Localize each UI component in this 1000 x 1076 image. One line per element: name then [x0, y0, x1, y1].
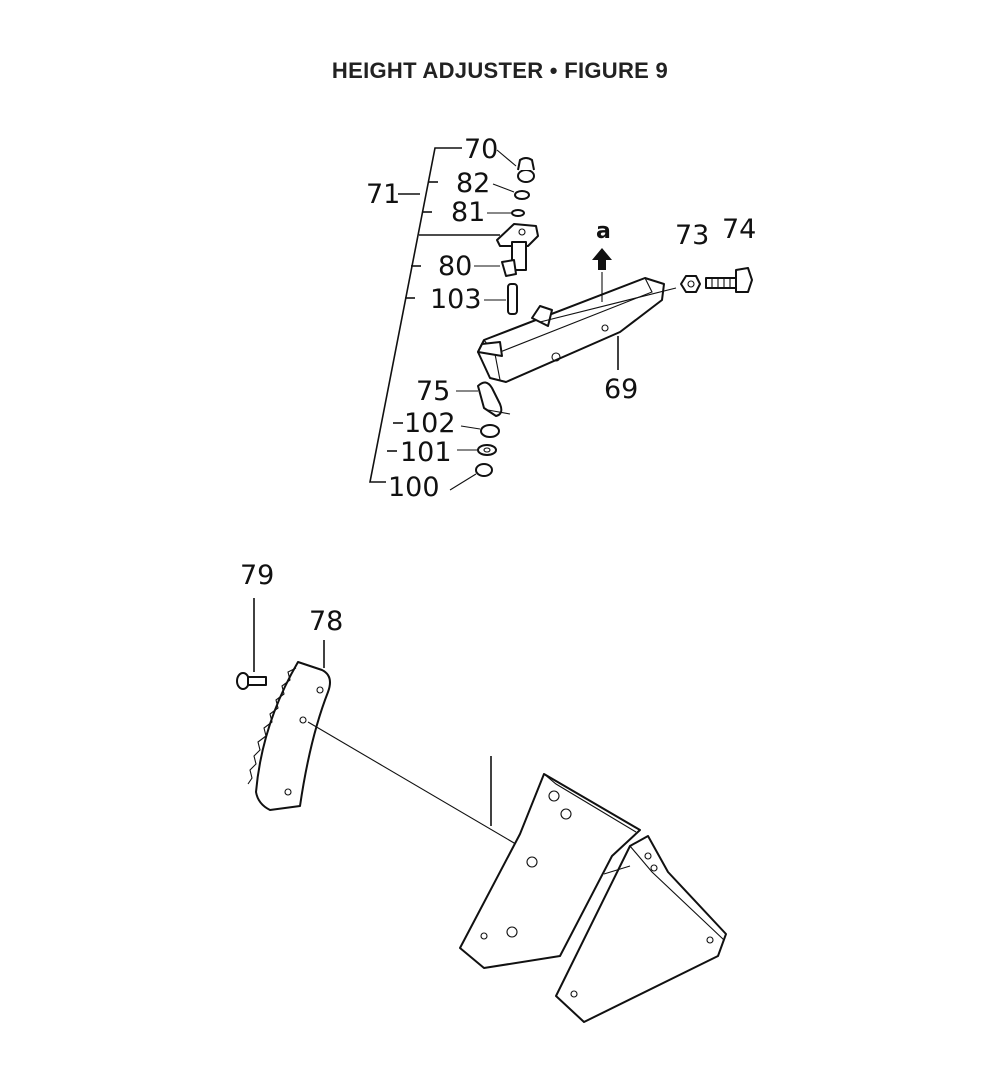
- part-70-cap: [496, 149, 535, 183]
- part-103-spring-pin: [484, 283, 518, 315]
- callout-73: 73: [675, 220, 709, 251]
- callout-100: 100: [388, 472, 440, 503]
- part-102-nut: [460, 424, 500, 438]
- callout-75: 75: [416, 376, 450, 407]
- part-69-lever-arm: [477, 277, 665, 383]
- callout-79: 79: [240, 560, 274, 591]
- callout-103: 103: [430, 284, 482, 315]
- assembly-71-bracket: [369, 147, 500, 483]
- part-75-spring: [456, 381, 511, 417]
- page-title: HEIGHT ADJUSTER • FIGURE 9: [331, 58, 669, 83]
- part-81-clip: [487, 209, 525, 217]
- callout-80: 80: [438, 251, 472, 282]
- arrow-a: [592, 248, 612, 302]
- callout-82: 82: [456, 168, 490, 199]
- part-bracket-plate: [496, 223, 539, 271]
- callout-102: 102: [404, 408, 456, 439]
- part-80-pin: [474, 259, 517, 277]
- mounting-bracket-left: [459, 773, 641, 969]
- callout-69: 69: [604, 374, 638, 405]
- part-79-screw: [236, 598, 267, 690]
- part-82-washer: [492, 183, 530, 200]
- callout-74: 74: [722, 214, 756, 245]
- part-74-bolt: [705, 267, 753, 293]
- part-100-cap-nut: [449, 463, 493, 491]
- callout-78: 78: [309, 606, 343, 637]
- mounting-bracket-right: [555, 835, 727, 1023]
- callout-71: 71: [366, 179, 400, 210]
- part-73-nut: [680, 275, 701, 293]
- callout-81: 81: [451, 197, 485, 228]
- part-101-washer: [457, 444, 497, 456]
- callout-70: 70: [464, 134, 498, 165]
- part-78-gear-rack: [247, 640, 331, 811]
- callout-101: 101: [400, 437, 452, 468]
- bolt-axis-line: [539, 287, 677, 323]
- rack-axis-line: [307, 721, 527, 851]
- callout-a: a: [596, 219, 611, 244]
